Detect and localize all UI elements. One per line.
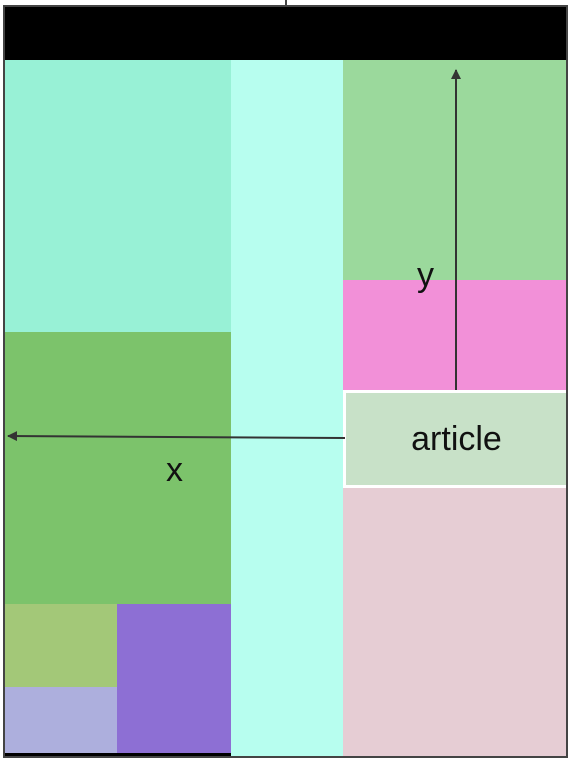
cyan-column <box>231 60 343 756</box>
top-tick-mark <box>285 0 287 5</box>
rose-block <box>343 488 566 756</box>
x-axis-arrow <box>7 431 346 442</box>
mint-block <box>5 60 231 332</box>
green-block <box>5 332 231 604</box>
bottom-strip <box>5 753 231 756</box>
header-bar <box>5 7 566 60</box>
olive-block <box>5 604 117 687</box>
article-box: article <box>343 390 566 488</box>
right-green-block <box>343 60 566 280</box>
article-label: article <box>411 419 502 458</box>
y-axis-label: y <box>417 256 434 294</box>
lavender-block <box>5 687 117 756</box>
x-axis-label: x <box>166 451 183 489</box>
purple-block <box>117 604 231 756</box>
layout-frame: article <box>3 5 568 758</box>
pink-block <box>343 280 566 390</box>
